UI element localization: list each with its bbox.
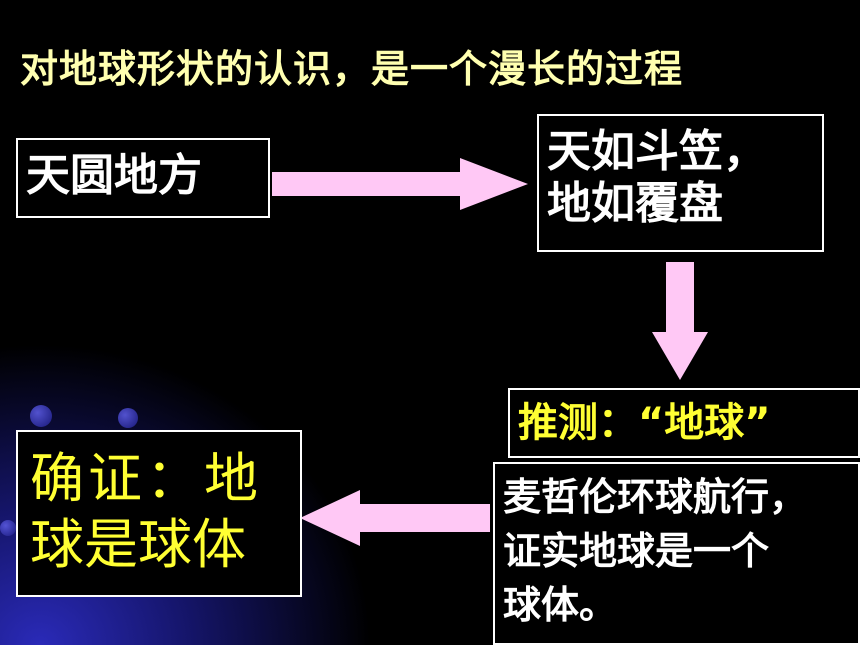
- decor-dot: [118, 408, 138, 428]
- stage-text-line: 确证：地: [30, 447, 262, 510]
- stage-box-quezheng: 确证：地 球是球体: [16, 430, 302, 597]
- slide-title: 对地球形状的认识，是一个漫长的过程: [20, 47, 684, 91]
- stage-text-line: 证实地球是一个: [503, 529, 770, 573]
- stage-box-magellan: 麦哲伦环球航行， 证实地球是一个 球体。: [493, 462, 860, 645]
- arrow-down-icon: [652, 262, 708, 380]
- stage-box-tian-ru-douli: 天如斗笠， 地如覆盘: [537, 114, 824, 252]
- decor-dot: [30, 405, 52, 427]
- stage-box-tianyuan-difang: 天圆地方: [16, 138, 270, 218]
- stage-text: 推测：“地球”: [518, 400, 771, 446]
- stage-text-line: 天如斗笠，: [547, 126, 767, 177]
- arrow-left-icon: [300, 490, 490, 546]
- stage-box-tuice: 推测：“地球”: [508, 388, 860, 458]
- stage-text-line: 麦哲伦环球航行，: [503, 475, 808, 519]
- stage-text-line: 球是球体: [30, 513, 246, 576]
- arrow-right-icon: [272, 158, 528, 210]
- stage-text-line: 地如覆盘: [547, 178, 723, 229]
- stage-text-line: 球体。: [503, 583, 618, 627]
- decor-dot: [0, 520, 16, 536]
- stage-text: 天圆地方: [26, 150, 202, 201]
